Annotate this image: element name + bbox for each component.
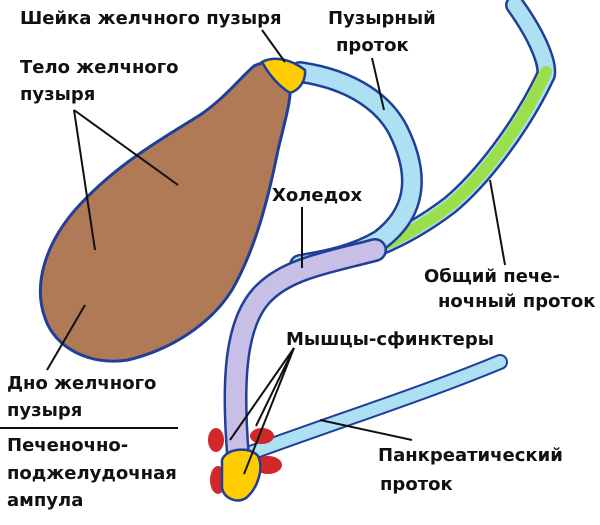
ampulla	[220, 448, 262, 502]
pointer-sphincter-3	[243, 347, 295, 475]
label-common-hepatic-duct-line1: Общий пече-	[424, 266, 560, 287]
label-pancreatic-duct-line2: проток	[380, 474, 453, 495]
label-gallbladder-fundus-line2: пузыря	[7, 400, 82, 421]
label-choledoch: Холедох	[272, 185, 363, 206]
pointer-hepatic	[489, 179, 506, 266]
label-ampulla-line3: ампула	[7, 490, 83, 511]
sphincter-muscle-upper	[250, 428, 274, 444]
pointer-sphincter-2	[229, 347, 295, 441]
gallbladder	[38, 61, 292, 363]
pointer-cystic	[371, 57, 385, 111]
pointer-fundus	[46, 304, 86, 371]
label-cystic-duct-line1: Пузырный	[328, 8, 436, 29]
pointer-pancreatic	[319, 419, 413, 441]
label-gallbladder-neck: Шейка желчного пузыря	[20, 8, 282, 29]
pointer-body-2	[73, 109, 96, 251]
pointer-body-1	[73, 109, 179, 186]
pancreatic-duct-lumen	[239, 356, 506, 461]
sphincter-muscle-left	[208, 428, 224, 452]
label-sphincter-muscles: Мышцы-сфинктеры	[286, 329, 494, 350]
label-gallbladder-body-line1: Тело желчного	[20, 57, 179, 78]
label-common-hepatic-duct-line2: ночный проток	[438, 291, 595, 312]
choledoch-lumen	[225, 240, 385, 465]
label-pancreatic-duct-line1: Панкреатический	[378, 445, 563, 466]
label-gallbladder-body-line2: пузыря	[20, 84, 95, 105]
label-gallbladder-fundus-line1: Дно желчного	[7, 373, 156, 394]
label-ampulla-line2: поджелудочная	[7, 463, 177, 484]
label-cystic-duct-line2: проток	[336, 35, 409, 56]
pointer-sphincter-1	[255, 347, 295, 427]
label-ampulla-line1: Печеночно-	[7, 435, 128, 456]
pointer-neck	[261, 29, 286, 63]
